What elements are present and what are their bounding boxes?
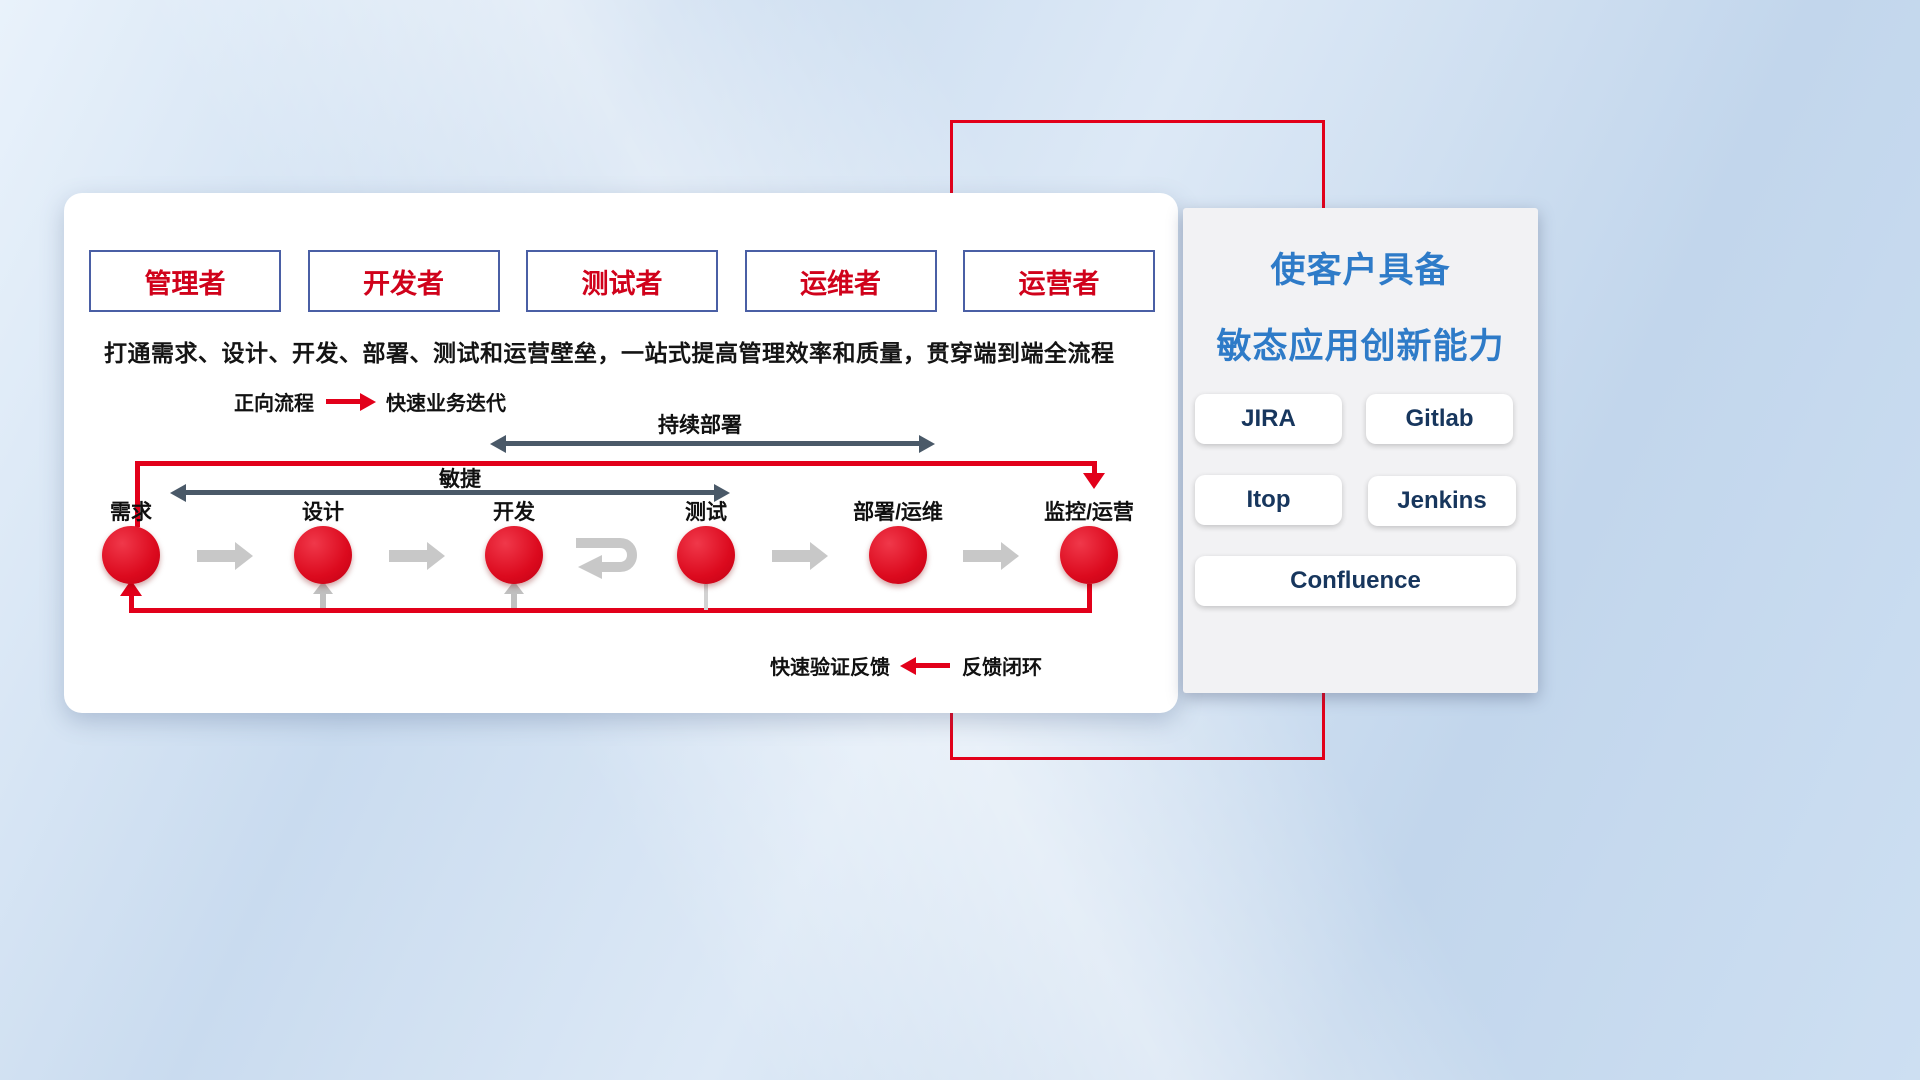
tool-badge-jenkins: Jenkins <box>1368 476 1516 526</box>
stage-node-development: 开发 <box>454 496 574 584</box>
red-loop-bottom-left-segment <box>129 596 134 609</box>
workflow-panel: 管理者 开发者 测试者 运维者 运营者 打通需求、设计、开发、部署、测试和运营壁… <box>64 193 1178 713</box>
legend-forward-label: 正向流程 <box>234 393 314 415</box>
role-box-manager: 管理者 <box>89 250 281 312</box>
stage-label: 需求 <box>110 501 152 524</box>
feedback-stem-development <box>511 593 517 608</box>
legend-feedback-label: 快速验证反馈 <box>770 657 890 679</box>
role-box-developer: 开发者 <box>307 250 500 312</box>
tool-badge-gitlab: Gitlab <box>1366 394 1513 444</box>
legend-feedback-loop: 快速验证反馈 反馈闭环 <box>770 651 1042 680</box>
continuous-deployment-label: 持续部署 <box>658 414 742 437</box>
tool-badge-confluence: Confluence <box>1195 556 1516 606</box>
role-box-tester: 测试者 <box>526 250 718 312</box>
red-arrowhead-up-icon <box>120 580 142 596</box>
stage-circle <box>869 526 927 584</box>
stage-node-monitor-operate: 监控/运营 <box>1029 496 1149 584</box>
stage-label: 设计 <box>302 501 344 524</box>
stage-node-deploy-ops: 部署/运维 <box>838 496 958 584</box>
feedback-arrow-icon <box>900 656 950 675</box>
feedback-stem-design <box>320 593 326 608</box>
tool-badge-jira: JIRA <box>1195 394 1342 444</box>
roles-row: 管理者 开发者 测试者 运维者 运营者 <box>89 250 1155 312</box>
agile-label: 敏捷 <box>439 468 481 491</box>
red-arrowhead-down-icon <box>1083 473 1105 489</box>
feedback-arrowhead-development-icon <box>504 581 524 594</box>
red-loop-top-segment <box>135 461 1097 466</box>
feedback-arrowhead-design-icon <box>313 581 333 594</box>
iteration-loop-arrow-icon <box>576 538 637 579</box>
red-loop-bottom-segment <box>129 608 1092 613</box>
stage-circle <box>1060 526 1118 584</box>
stage-label: 开发 <box>493 501 535 524</box>
legend-forward-value: 快速业务迭代 <box>386 393 506 415</box>
stage-label: 部署/运维 <box>853 501 943 524</box>
flow-arrow-icon <box>963 542 1019 570</box>
red-loop-top-right-segment <box>1092 461 1097 475</box>
role-box-operations: 运维者 <box>744 250 937 312</box>
legend-feedback-value: 反馈闭环 <box>962 657 1042 679</box>
stage-circle <box>677 526 735 584</box>
stage-label: 监控/运营 <box>1044 501 1134 524</box>
continuous-deployment-arrow <box>490 434 935 453</box>
stage-circle <box>294 526 352 584</box>
stage-label: 测试 <box>685 501 727 524</box>
stage-circle <box>485 526 543 584</box>
workflow-description: 打通需求、设计、开发、部署、测试和运营壁垒，一站式提高管理效率和质量，贯穿端到端… <box>104 340 1115 366</box>
role-box-business: 运营者 <box>963 250 1155 312</box>
flow-arrow-icon <box>197 542 253 570</box>
feedback-link-test <box>704 584 708 610</box>
forward-arrow-icon <box>326 392 376 411</box>
stage-node-requirements: 需求 <box>71 496 191 584</box>
capability-panel: 使客户具备 敏态应用创新能力 JIRA Gitlab Itop Jenkins … <box>1183 208 1538 693</box>
stage-node-design: 设计 <box>263 496 383 584</box>
tool-badge-itop: Itop <box>1195 475 1342 525</box>
flow-arrow-icon <box>772 542 828 570</box>
stage-node-test: 测试 <box>646 496 766 584</box>
agile-arrow <box>170 483 730 502</box>
flow-arrow-icon <box>389 542 445 570</box>
capability-title-line2: 敏态应用创新能力 <box>1216 327 1505 366</box>
red-loop-bottom-right-segment <box>1087 584 1092 613</box>
capability-title-line1: 使客户具备 <box>1270 251 1451 290</box>
legend-forward-flow: 正向流程 快速业务迭代 <box>234 387 506 416</box>
red-loop-top-left-segment <box>135 461 140 527</box>
stage-circle <box>102 526 160 584</box>
